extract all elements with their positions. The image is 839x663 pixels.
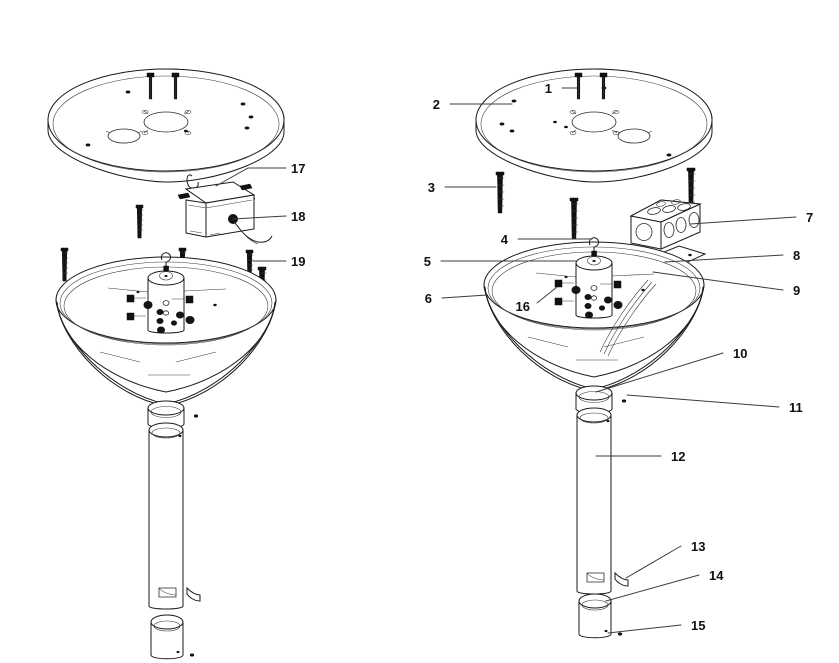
callout-14: 14	[709, 568, 724, 583]
right-top-cover-plate	[475, 68, 713, 183]
left-top-cover-plate	[47, 68, 285, 183]
callout-7: 7	[806, 210, 813, 225]
callout-5: 5	[424, 254, 431, 269]
left-cone-bowl	[55, 252, 277, 407]
callout-1: 1	[545, 81, 552, 96]
callout-13: 13	[691, 539, 705, 554]
anchor-bolt	[495, 171, 505, 214]
callout-10: 10	[733, 346, 747, 361]
callout-17: 17	[291, 161, 305, 176]
anchor-bolt	[60, 247, 69, 282]
right-anchor-bolts	[495, 167, 696, 240]
leader-10	[595, 352, 724, 393]
right-leader-lines	[440, 87, 797, 634]
callout-3: 3	[428, 180, 435, 195]
junction-box	[629, 199, 702, 250]
leader-13	[625, 545, 682, 579]
callout-16: 16	[516, 299, 530, 314]
leader-11	[626, 394, 780, 408]
callout-12: 12	[671, 449, 685, 464]
right-main-tube	[576, 407, 612, 595]
callout-labels: 1 2 3 4 5 6 7 8 9 10 11 12 13 14 15 16 1…	[291, 81, 813, 633]
callout-9: 9	[793, 283, 800, 298]
callout-6: 6	[425, 291, 432, 306]
callout-2: 2	[433, 97, 440, 112]
right-top-plate-bolts	[574, 72, 608, 100]
leader-8	[664, 254, 784, 263]
left-top-plate-bolts	[146, 72, 180, 100]
right-cone-bowl	[483, 237, 705, 392]
leader-7	[689, 216, 797, 225]
callout-4: 4	[501, 232, 509, 247]
left-view	[47, 68, 287, 660]
callout-11: 11	[789, 400, 803, 415]
callout-18: 18	[291, 209, 305, 224]
right-tube-collar-ring	[575, 385, 627, 414]
leader-9	[652, 271, 784, 291]
right-tube-slot-cover	[614, 571, 629, 587]
left-bottom-sleeve	[150, 614, 195, 660]
leader-16	[536, 286, 558, 304]
left-tube-collar	[147, 400, 199, 429]
right-bottom-sleeve	[578, 593, 623, 639]
callout-15: 15	[691, 618, 705, 633]
left-tube-slot-cover	[186, 586, 201, 602]
callout-19: 19	[291, 254, 305, 269]
leader-18	[232, 215, 287, 220]
leader-14	[605, 574, 700, 602]
leader-15	[607, 624, 682, 634]
right-view	[440, 68, 797, 639]
left-main-tube	[148, 422, 184, 610]
left-leader-lines	[215, 167, 287, 262]
leader-6	[441, 294, 488, 299]
leader-17	[215, 167, 287, 187]
callout-8: 8	[793, 248, 800, 263]
left-actuator-module	[177, 174, 273, 245]
anchor-bolt	[569, 197, 579, 240]
anchor-bolt	[135, 204, 144, 239]
